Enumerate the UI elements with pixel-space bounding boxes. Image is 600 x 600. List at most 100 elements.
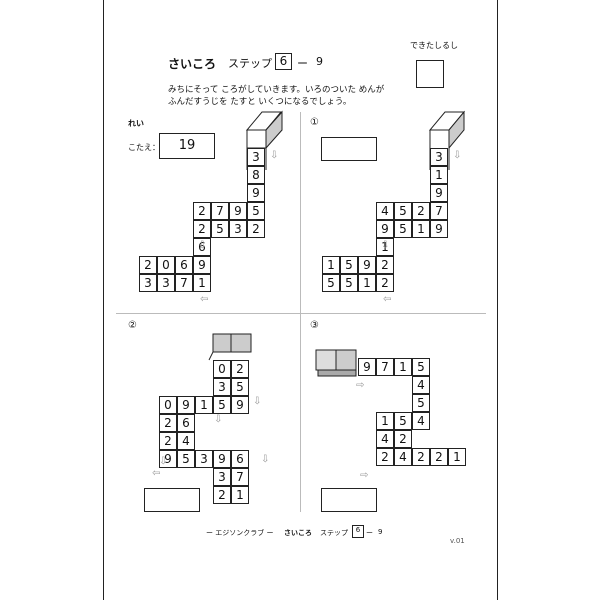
p3-grid-cell: 1 [376, 412, 394, 430]
p3-grid-cell: 2 [430, 448, 448, 466]
example-grid-cell: 1 [193, 274, 211, 292]
p3-grid-cell: 1 [394, 358, 412, 376]
example-grid-cell: 9 [193, 256, 211, 274]
arrow-down-icon: ⇩ [270, 150, 279, 161]
p2-grid-cell: 9 [213, 450, 231, 468]
p2-grid-cell: 4 [177, 432, 195, 450]
p2-grid-cell: 0 [159, 396, 177, 414]
arrow-left-icon: ⇦ [200, 294, 209, 305]
arrow-down-icon: ⇩ [453, 150, 462, 161]
p1-grid-cell: 9 [358, 256, 376, 274]
p2-grid-cell: 6 [177, 414, 195, 432]
problem-1-label: ① [310, 117, 319, 128]
arrow-down-icon: ⇩ [253, 396, 262, 407]
p2-grid-cell: 9 [231, 396, 249, 414]
step-dash: ー [297, 57, 308, 70]
example-grid-cell: 3 [139, 274, 157, 292]
check-label: できたしるし [410, 41, 458, 50]
arrow-down-icon: ⇩ [261, 454, 270, 465]
p3-grid-cell: 4 [394, 448, 412, 466]
worksheet-page: さいころ ステップ 6 ー 9 できたしるし みちにそって ころがしていきます。… [103, 0, 498, 600]
instruction-line-1: みちにそって ころがしていきます。いろのついた めんが [168, 85, 385, 95]
p1-grid-cell: 2 [412, 202, 430, 220]
step-sub: 9 [316, 55, 323, 68]
p2-grid-cell: 2 [231, 360, 249, 378]
p1-grid-cell: 3 [430, 148, 448, 166]
example-answer-box: 19 [159, 133, 215, 159]
p2-grid-cell: 9 [177, 396, 195, 414]
p2-grid-cell: 2 [213, 486, 231, 504]
arrow-left-icon: ⇦ [383, 294, 392, 305]
answer-box-3[interactable] [321, 488, 377, 512]
p3-grid-cell: 1 [448, 448, 466, 466]
p1-grid-cell: 5 [340, 274, 358, 292]
arrow-right-icon: ⇨ [356, 380, 365, 391]
arrow-down-icon: ⇩ [159, 456, 168, 467]
p1-grid-cell: 1 [322, 256, 340, 274]
p3-grid-cell: 7 [376, 358, 394, 376]
arrow-down-icon: ⇩ [381, 240, 390, 251]
example-grid-cell: 2 [139, 256, 157, 274]
p3-grid-cell: 9 [358, 358, 376, 376]
arrow-down-icon: ⇩ [214, 414, 223, 425]
arrow-left-icon: ⇦ [152, 468, 161, 479]
horizontal-divider [116, 313, 486, 314]
example-grid-cell: 5 [247, 202, 265, 220]
answer-box-1[interactable] [321, 137, 377, 161]
p1-grid-cell: 1 [376, 238, 394, 256]
check-box[interactable] [416, 60, 444, 88]
arrow-down-icon: ⇩ [198, 240, 207, 251]
p1-grid-cell: 2 [376, 256, 394, 274]
p2-grid-cell: 2 [159, 432, 177, 450]
answer-box-2[interactable] [144, 488, 200, 512]
problem-3-label: ③ [310, 320, 319, 331]
p1-grid-cell: 4 [376, 202, 394, 220]
p1-grid-cell: 7 [430, 202, 448, 220]
p2-grid-cell: 5 [177, 450, 195, 468]
p2-grid-cell: 5 [231, 378, 249, 396]
p3-grid-cell: 4 [376, 430, 394, 448]
example-grid-cell: 6 [175, 256, 193, 274]
dice-icon-2 [208, 333, 252, 361]
footer-brand: ー エジソンクラブ ー [206, 529, 274, 537]
p2-grid-cell: 3 [195, 450, 213, 468]
p3-grid-cell: 5 [412, 394, 430, 412]
p2-grid-cell: 5 [213, 396, 231, 414]
p1-grid-cell: 9 [430, 220, 448, 238]
footer-step-label: ステップ [320, 529, 348, 537]
example-grid-cell: 2 [193, 202, 211, 220]
p1-grid-cell: 1 [358, 274, 376, 292]
p3-grid-cell: 2 [376, 448, 394, 466]
example-grid-cell: 0 [157, 256, 175, 274]
example-grid-cell: 7 [175, 274, 193, 292]
p1-grid-cell: 1 [430, 166, 448, 184]
example-grid-cell: 3 [229, 220, 247, 238]
p3-grid-cell: 2 [394, 430, 412, 448]
instruction-line-2: ふんだすうじを たすと いくつになるでしょう。 [168, 97, 352, 107]
footer-title: さいころ [284, 529, 312, 537]
example-grid-cell: 2 [247, 220, 265, 238]
p2-grid-cell: 3 [213, 468, 231, 486]
example-grid-cell: 9 [247, 184, 265, 202]
p1-grid-cell: 2 [376, 274, 394, 292]
dice-icon-example [245, 110, 283, 170]
example-grid-cell: 7 [211, 202, 229, 220]
example-grid-cell: 3 [247, 148, 265, 166]
example-grid-cell: 5 [211, 220, 229, 238]
dice-icon-3 [315, 349, 357, 377]
p3-grid-cell: 5 [412, 358, 430, 376]
p2-grid-cell: 2 [159, 414, 177, 432]
p1-grid-cell: 9 [430, 184, 448, 202]
p2-grid-cell: 0 [213, 360, 231, 378]
p2-grid-cell: 1 [231, 486, 249, 504]
p2-grid-cell: 6 [231, 450, 249, 468]
p2-grid-cell: 9 [159, 450, 177, 468]
footer-step-number: 6 [352, 525, 364, 538]
dice-illustrations [208, 110, 466, 377]
page-title: さいころ [168, 57, 217, 71]
p1-grid-cell: 5 [394, 220, 412, 238]
p2-grid-cell: 7 [231, 468, 249, 486]
answer-label: こたえ： [128, 143, 160, 152]
p1-grid-cell: 5 [322, 274, 340, 292]
arrow-right-icon: ⇨ [360, 470, 369, 481]
